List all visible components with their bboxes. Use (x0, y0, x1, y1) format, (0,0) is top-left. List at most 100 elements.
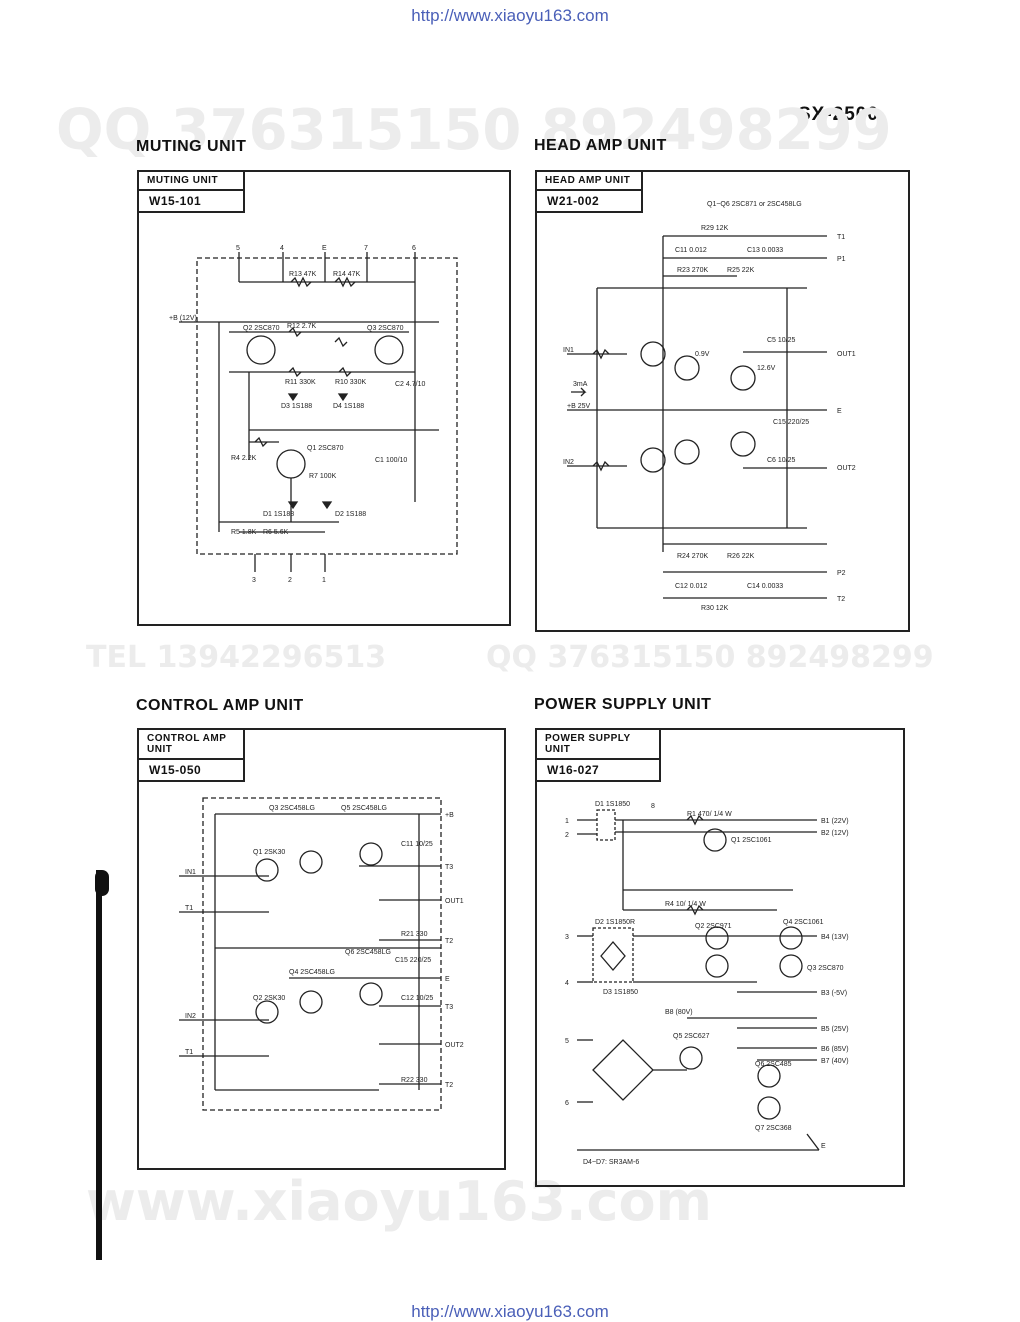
power-q2-label: Q2 2SC971 (695, 923, 732, 930)
muting-r4-label: R4 2.2K (231, 455, 257, 462)
head-amp-voltage-1: 12.6V (757, 365, 776, 372)
head-amp-t1: T1 (837, 234, 845, 241)
muting-unit-title: MUTING UNIT (136, 138, 247, 155)
muting-r10-label: R10 330K (335, 379, 366, 386)
power-q7-label: Q7 2SC368 (755, 1125, 792, 1132)
head-amp-r30: R30 12K (701, 605, 729, 612)
power-q4-label: Q4 2SC1061 (783, 919, 824, 926)
head-amp-voltage-2: 0.9V (695, 351, 710, 358)
power-b1-label: B1 (22V) (821, 818, 849, 825)
watermark-site: www.xiaoyu163.com (86, 1170, 712, 1233)
control-amp-supply: +B (445, 812, 454, 819)
control-amp-t2-upper: T2 (445, 938, 453, 945)
muting-c1-label: C1 100/10 (375, 457, 407, 464)
control-amp-schematic: Q3 2SC458LG Q5 2SC458LG Q1 2SK30 Q2 2SK3… (179, 797, 464, 1111)
head-amp-c6: C6 10/25 (767, 457, 796, 464)
control-amp-t2-lower: T2 (445, 1082, 453, 1089)
muting-q3-label: Q3 2SC870 (367, 325, 404, 332)
power-b2-label: B2 (12V) (821, 830, 849, 837)
head-amp-schematic: Q1~Q6 2SC871 or 2SC458LG IN1 IN2 +B 25V … (563, 201, 856, 612)
control-amp-in1: IN1 (185, 869, 196, 876)
control-amp-c15: C15 220/25 (395, 957, 431, 964)
muting-supply-label: +B (12V) (169, 315, 197, 322)
head-amp-r25: R25 22K (727, 267, 755, 274)
control-amp-unit-title: CONTROL AMP UNIT (136, 697, 304, 714)
control-amp-q1-label: Q1 2SK30 (253, 849, 285, 856)
power-terminal-6: 6 (565, 1100, 569, 1107)
muting-terminal-2: 2 (288, 577, 292, 584)
head-amp-unit-title: HEAD AMP UNIT (534, 137, 667, 154)
power-terminal-1: 1 (565, 818, 569, 825)
control-amp-r21: R21 330 (401, 931, 428, 938)
power-b4-label: B4 (13V) (821, 934, 849, 941)
muting-r6-label: R6 5.6K (263, 529, 289, 536)
power-supply-schematic: 1 2 3 4 5 6 8 D1 1S1850 D2 1S1850R D3 1S… (565, 801, 849, 1166)
control-amp-out2: OUT2 (445, 1042, 464, 1049)
head-amp-in1: IN1 (563, 347, 574, 354)
control-amp-r22: R22 330 (401, 1077, 428, 1084)
head-amp-c14: C14 0.0033 (747, 583, 783, 590)
power-supply-unit-tag-name: POWER SUPPLY UNIT (537, 730, 659, 760)
power-e-label: E (821, 1143, 826, 1150)
control-amp-unit-panel: CONTROL AMP UNIT W15-050 Q3 2SC458LG Q5 … (137, 728, 506, 1170)
binding-edge-mark (96, 870, 102, 1260)
head-amp-p1: P1 (837, 256, 846, 263)
control-amp-unit-tag: CONTROL AMP UNIT W15-050 (139, 730, 245, 782)
control-amp-t3-upper: T3 (445, 864, 453, 871)
head-amp-unit-panel: HEAD AMP UNIT W21-002 Q1~Q6 2SC871 or 2S… (535, 170, 910, 632)
head-amp-p2: P2 (837, 570, 846, 577)
control-amp-q4-label: Q4 2SC458LG (289, 969, 335, 976)
power-supply-unit-panel: POWER SUPPLY UNIT W16-027 1 2 3 (535, 728, 905, 1187)
power-q1-label: Q1 2SC1061 (731, 837, 772, 844)
muting-unit-panel: MUTING UNIT W15-101 5 4 E 7 6 3 2 1 +B (… (137, 170, 511, 626)
power-supply-unit-tag-code: W16-027 (547, 763, 600, 777)
muting-terminal-7: 7 (364, 245, 368, 252)
muting-terminal-3: 3 (252, 577, 256, 584)
head-amp-in2: IN2 (563, 459, 574, 466)
watermark-qq-mid: QQ 376315150 892498299 (486, 640, 934, 675)
control-amp-q3-label: Q3 2SC458LG (269, 805, 315, 812)
power-b3-label: B3 (-5V) (821, 990, 847, 997)
muting-r13-label: R13 47K (289, 271, 317, 278)
muting-terminal-5: 5 (236, 245, 240, 252)
head-amp-t2: T2 (837, 596, 845, 603)
power-terminal-2: 2 (565, 832, 569, 839)
power-r1-label: R1 470/ 1/4 W (687, 811, 732, 818)
power-diode-note: D4~D7: SR3AM-6 (583, 1159, 639, 1166)
power-q5-label: Q5 2SC627 (673, 1033, 710, 1040)
head-amp-transistor-note: Q1~Q6 2SC871 or 2SC458LG (707, 201, 802, 208)
power-q3-label: Q3 2SC870 (807, 965, 844, 972)
control-amp-unit-tag-name: CONTROL AMP UNIT (139, 730, 243, 760)
control-amp-t1-lower: T1 (185, 1049, 193, 1056)
watermark-qq-top: QQ 376315150 892498299 (56, 98, 892, 163)
head-amp-unit-tag-code: W21-002 (547, 194, 600, 208)
head-amp-c13: C13 0.0033 (747, 247, 783, 254)
control-amp-t1-upper: T1 (185, 905, 193, 912)
control-amp-c12: C12 10/25 (401, 995, 433, 1002)
power-b7-label: B7 (40V) (821, 1058, 849, 1065)
control-amp-q6-label: Q6 2SC458LG (345, 949, 391, 956)
muting-r11-label: R11 330K (285, 379, 316, 386)
muting-q2-label: Q2 2SC870 (243, 325, 280, 332)
source-url-top[interactable]: http://www.xiaoyu163.com (411, 6, 609, 25)
power-d1-label: D1 1S1850 (595, 801, 630, 808)
power-q6-label: Q6 2SC485 (755, 1061, 792, 1068)
control-amp-unit-tag-code: W15-050 (149, 763, 202, 777)
power-terminal-4: 4 (565, 980, 569, 987)
power-terminal-8: 8 (651, 803, 655, 810)
muting-d3-label: D3 1S188 (281, 403, 312, 410)
muting-unit-tag-code: W15-101 (149, 194, 202, 208)
muting-r12-label: R12 2.7K (287, 323, 317, 330)
control-amp-c11: C11 10/25 (401, 841, 433, 848)
muting-unit-tag-name: MUTING UNIT (139, 172, 243, 191)
head-amp-c11: C11 0.012 (675, 247, 707, 254)
muting-r7-label: R7 100K (309, 473, 337, 480)
power-b5-label: B5 (25V) (821, 1026, 849, 1033)
power-b8-label: B8 (80V) (665, 1009, 693, 1016)
head-amp-r26: R26 22K (727, 553, 755, 560)
head-amp-c15: C15 220/25 (773, 419, 809, 426)
muting-unit-tag: MUTING UNIT W15-101 (139, 172, 245, 213)
source-url-bottom[interactable]: http://www.xiaoyu163.com (411, 1302, 609, 1321)
power-d2-label: D2 1S1850R (595, 919, 635, 926)
muting-terminal-1: 1 (322, 577, 326, 584)
